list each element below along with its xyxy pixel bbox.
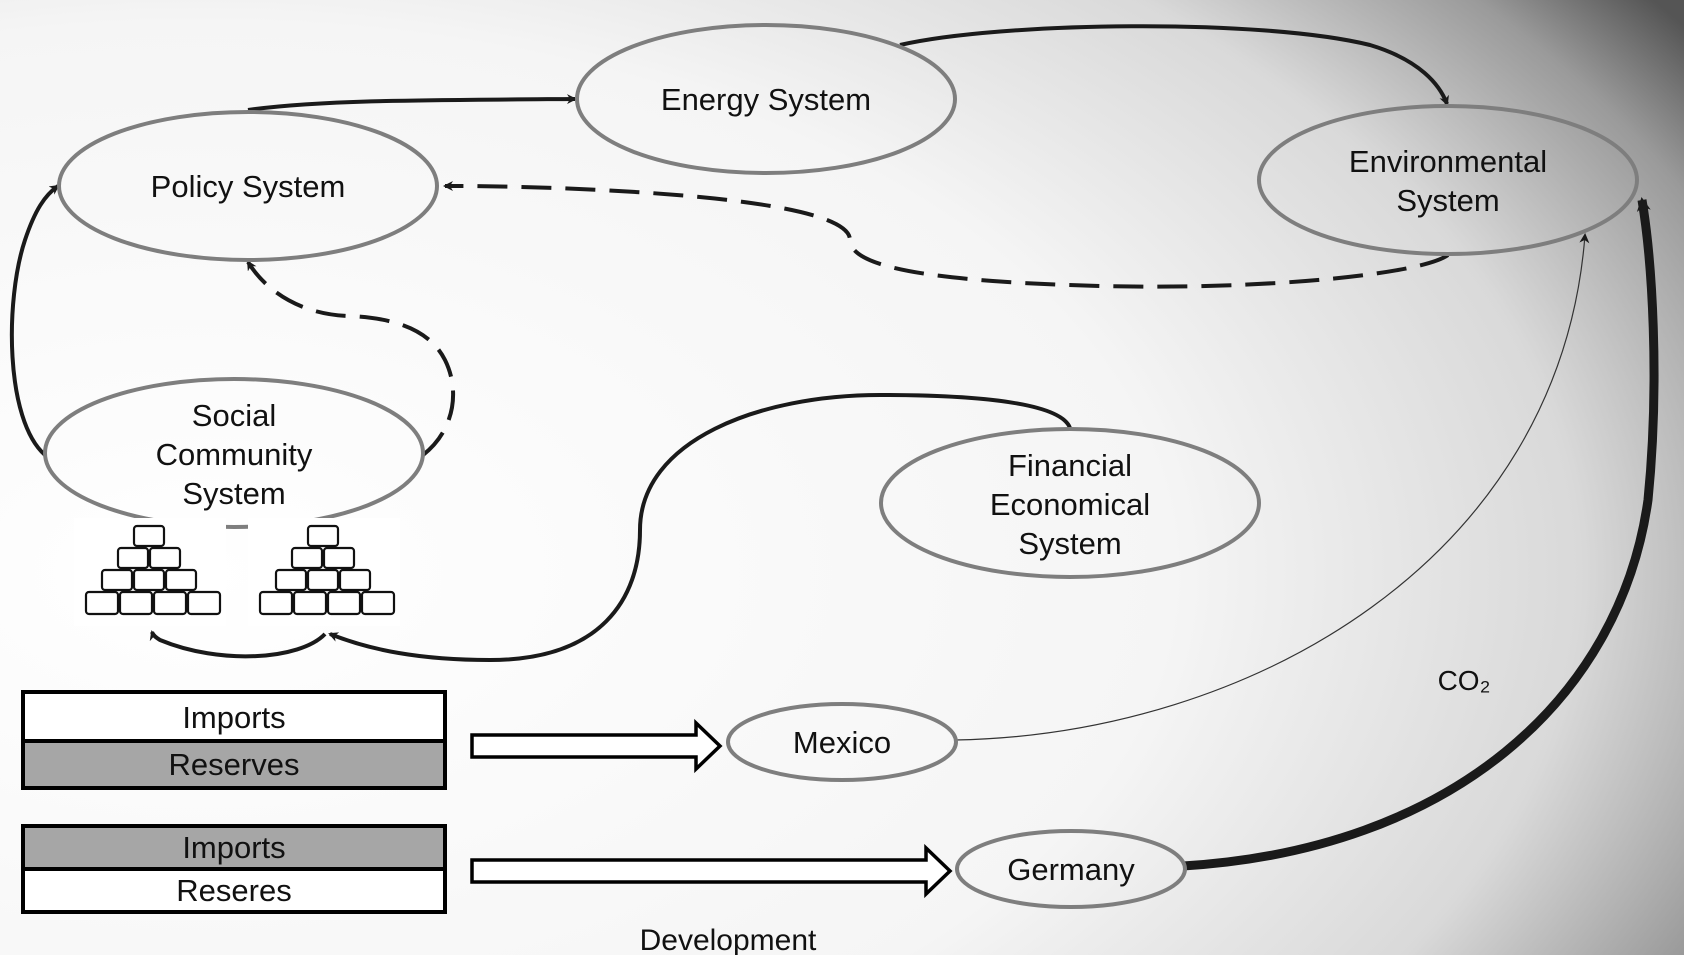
edge-mexico-to-environmental [954,233,1590,741]
node-social-label-line3: System [182,476,285,511]
edge-environmental-to-policy [443,181,1450,289]
edge-social-to-policy [9,184,60,457]
node-germany: Germany [955,829,1187,909]
hollow-arrow-to-germany [470,843,953,899]
edge-policy-to-energy [247,94,577,112]
germany-stack-bottom-label: Reseres [176,873,291,908]
building-blocks-icon-left [74,518,226,626]
mexico-stack-bottom-label: Reserves [169,747,300,782]
node-financial-economical-system: Financial Economical System [879,427,1261,579]
node-environmental-label-line1: Environmental [1349,144,1547,179]
germany-stack-top-label: Imports [182,830,285,865]
node-policy-system: Policy System [57,110,439,262]
edge-financial-to-buildings [328,392,1072,663]
node-environmental-system: Environmental System [1257,104,1639,256]
building-blocks-icon-right [248,518,400,626]
co2-label: CO₂ [1438,665,1491,696]
edge-energy-to-environmental [899,24,1449,106]
node-social-community-system: Social Community System [43,377,425,529]
node-environmental-label-line2: System [1396,183,1499,218]
germany-stack-box: Imports Reseres [21,824,447,914]
node-financial-label-line3: System [1018,526,1121,561]
node-energy-label: Energy System [661,82,871,117]
node-financial-label-line1: Financial [1008,448,1132,483]
edge-germany-to-environmental [1182,197,1659,871]
edge-social-to-policy-dashed [246,260,456,457]
edge-buildings-to-buildings [149,630,327,659]
node-policy-label: Policy System [151,169,346,204]
node-mexico-label: Mexico [793,725,891,760]
hollow-arrow-to-mexico [470,718,723,774]
node-social-label-line2: Community [156,437,313,472]
node-mexico: Mexico [726,702,958,782]
mexico-stack-box: Imports Reserves [21,690,447,790]
node-social-label-line1: Social [192,398,276,433]
node-financial-label-line2: Economical [990,487,1150,522]
mexico-stack-top-label: Imports [182,700,285,735]
node-germany-label: Germany [1007,852,1135,887]
development-label: Development [640,924,817,955]
node-energy-system: Energy System [575,23,957,175]
